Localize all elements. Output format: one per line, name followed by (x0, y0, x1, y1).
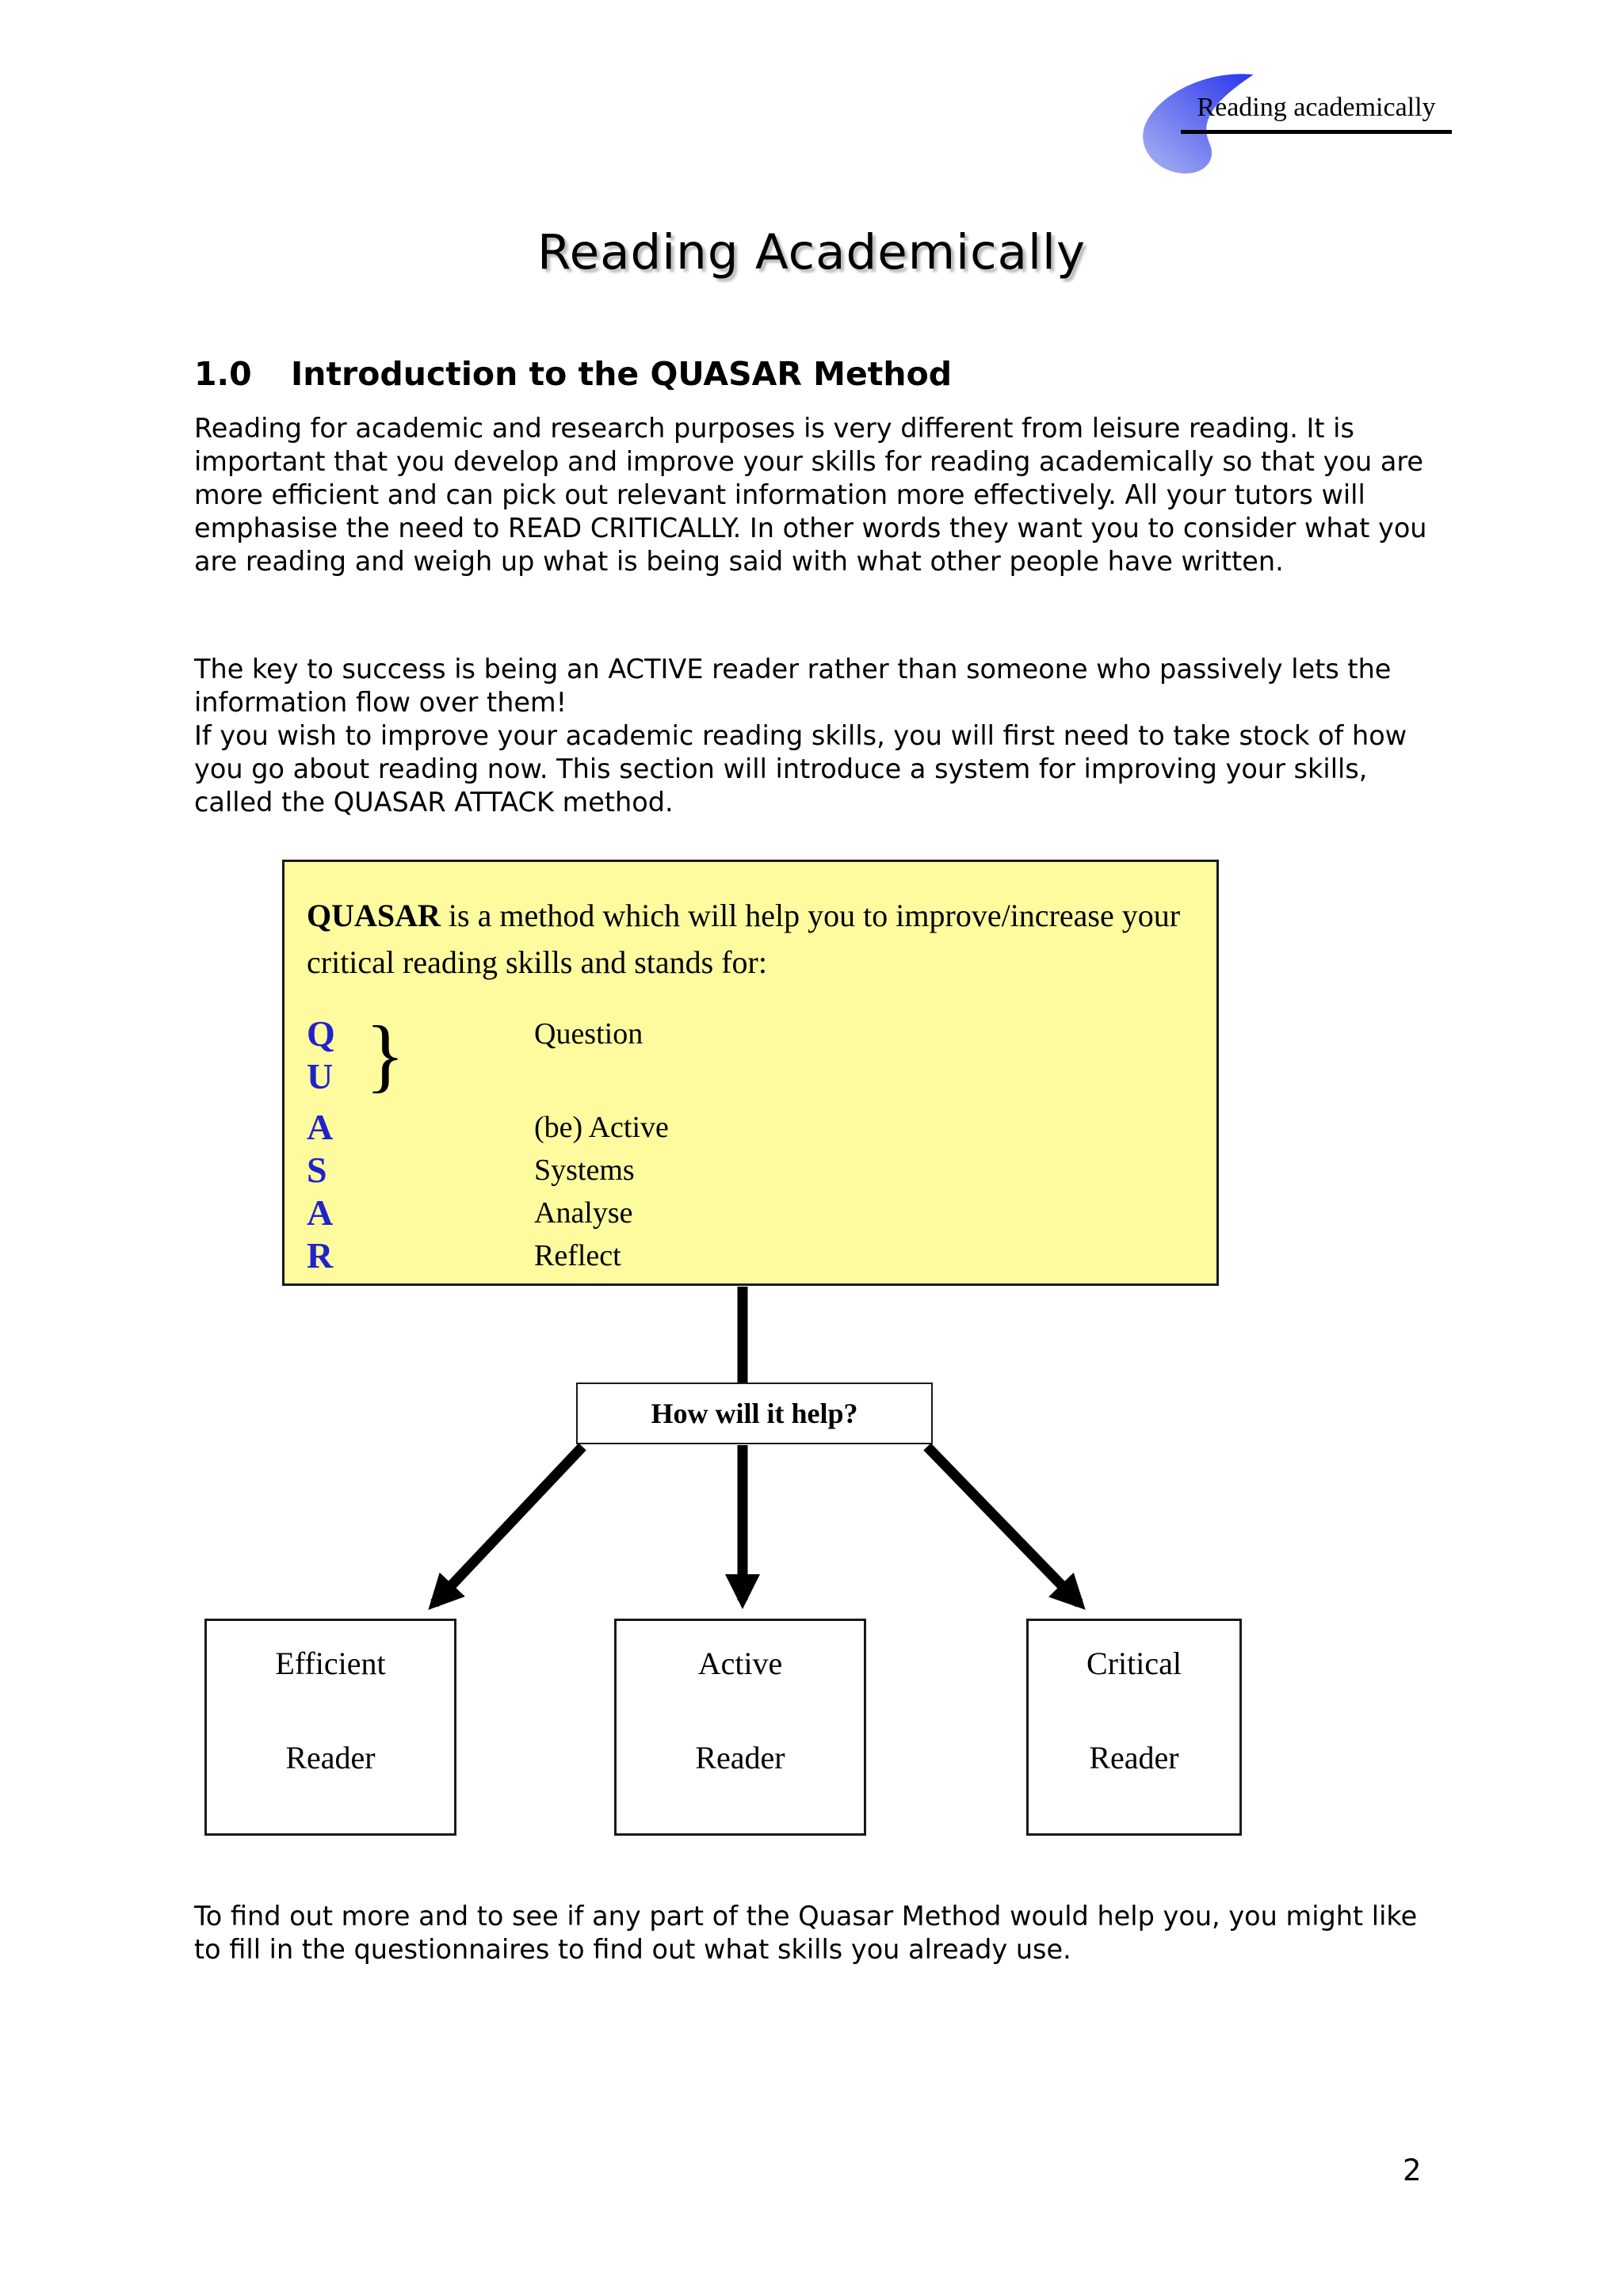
section-number: 1.0 (194, 355, 252, 393)
outcome-word: Critical (1086, 1646, 1182, 1681)
quasar-intro-text: is a method which will help you to impro… (307, 898, 1181, 980)
acronym-meaning: Analyse (534, 1196, 633, 1230)
acronym-row-a2: A Analyse (307, 1193, 1178, 1236)
paragraph-intro: Reading for academic and research purpos… (194, 413, 1427, 577)
paragraph-closing: To find out more and to see if any part … (194, 1901, 1418, 1965)
acronym-letter: A (307, 1107, 334, 1147)
acronym-row-s: S Systems (307, 1150, 1178, 1193)
acronym-meaning: Question (534, 1017, 643, 1051)
section-heading: 1.0 Introduction to the QUASAR Method (194, 355, 1462, 393)
outcome-word: Active (697, 1646, 783, 1681)
acronym-row-r: R Reflect (307, 1236, 1178, 1279)
paragraph-key-b: If you wish to improve your academic rea… (194, 720, 1407, 818)
page-number: 2 (1403, 2153, 1422, 2187)
logo-swoosh-icon (1143, 74, 1254, 174)
outcome-word: Efficient (275, 1646, 386, 1681)
flowchart-arrows (428, 1287, 1086, 1611)
active-reader-box: Active Reader (614, 1619, 866, 1836)
quasar-intro-acronym: QUASAR (307, 898, 441, 933)
acronym-letter: U (307, 1056, 334, 1097)
quasar-definition-box: QUASAR is a method which will help you t… (282, 860, 1219, 1286)
acronym-letter: Q (307, 1013, 335, 1054)
acronym-letter: S (307, 1150, 327, 1190)
arrow-to-efficient (428, 1443, 586, 1611)
how-will-it-help-box: How will it help? (576, 1383, 933, 1444)
efficient-reader-box: Efficient Reader (204, 1619, 456, 1836)
header-logo: Reading academically (1135, 63, 1468, 174)
logo-text: Reading academically (1181, 92, 1452, 134)
acronym-meaning: (be) Active (534, 1111, 669, 1144)
arrow-to-critical (923, 1443, 1086, 1610)
quasar-acronym-list: } Q Question U A (be) Active S Systems A… (307, 1009, 1178, 1279)
page-title: Reading Academically (537, 224, 1086, 280)
critical-reader-box: Critical Reader (1026, 1619, 1242, 1836)
paragraph-key-a: The key to success is being an ACTIVE re… (194, 654, 1392, 718)
acronym-row-q: Q Question (307, 1014, 1178, 1057)
outcome-word: Reader (1089, 1740, 1179, 1775)
acronym-letter: R (307, 1235, 334, 1276)
paragraph-key: The key to success is being an ACTIVE re… (194, 653, 1440, 819)
outcome-word: Reader (285, 1740, 376, 1775)
acronym-letter: A (307, 1192, 334, 1233)
acronym-row-a1: A (be) Active (307, 1108, 1178, 1150)
section-heading-text: Introduction to the QUASAR Method (291, 355, 953, 393)
acronym-meaning: Reflect (534, 1239, 621, 1272)
brace-glyph: } (365, 1009, 405, 1100)
quasar-intro: QUASAR is a method which will help you t… (307, 892, 1185, 986)
outcome-word: Reader (695, 1740, 785, 1775)
acronym-meaning: Systems (534, 1154, 635, 1187)
acronym-row-u: U (307, 1057, 1178, 1100)
